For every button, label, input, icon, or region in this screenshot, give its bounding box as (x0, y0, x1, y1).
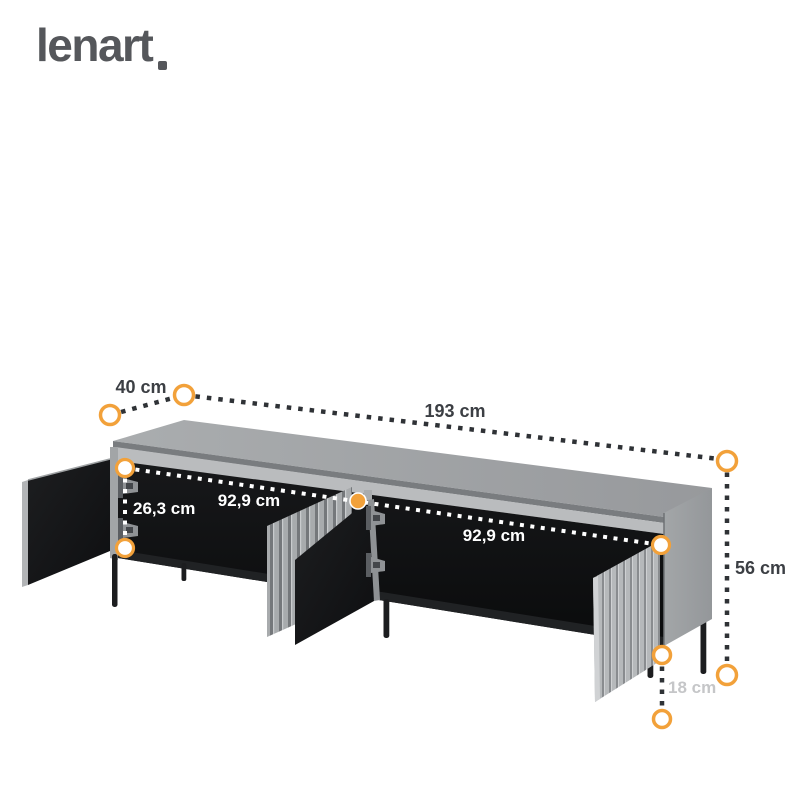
left-door-face (28, 459, 110, 585)
right-door-edge (593, 576, 600, 702)
dimension-label-left-section: 92,9 cm (218, 491, 280, 510)
right-ribbed-door (593, 540, 660, 702)
left-panel-front-edge (110, 447, 118, 560)
measure-point-icon (172, 383, 196, 407)
brand-logo: lenart . (36, 19, 168, 71)
dimension-label-leg-height: 18 cm (668, 678, 716, 697)
hinge-icon (366, 506, 385, 530)
hinges (118, 474, 385, 577)
measure-point-icon (651, 644, 673, 666)
measure-point-icon (651, 708, 673, 730)
right-door-face (593, 541, 660, 702)
leg-back-right (700, 617, 707, 674)
left-door-open (22, 458, 111, 587)
measure-point-icon (98, 403, 122, 427)
measure-point-icon (650, 534, 672, 556)
measure-point-icon (114, 537, 136, 559)
leg-middle (383, 599, 390, 638)
dimension-label-width: 193 cm (424, 401, 485, 421)
right-side-panel (664, 488, 712, 646)
dimension-label-height: 56 cm (735, 558, 786, 578)
tv-cabinet-illustration (22, 420, 712, 702)
dimension-line-depth (109, 392, 185, 418)
brand-wordmark: lenart (36, 19, 154, 71)
interior-bottom-shelf (118, 550, 664, 646)
dimension-label-right-section: 92,9 cm (463, 526, 525, 545)
middle-door-face (295, 500, 374, 645)
dimension-label-inner-height: 26,3 cm (133, 499, 195, 518)
leg-front-left (112, 554, 118, 607)
dimension-annotations: 40 cm 193 cm 56 cm 18 cm 26,3 cm 92,9 cm… (98, 377, 786, 730)
cabinet-top-board (113, 420, 712, 517)
front-rail (115, 447, 664, 534)
cabinet-top-edge (113, 441, 664, 523)
measure-point-icon (349, 492, 367, 510)
left-door-edge (22, 480, 28, 587)
hinge-icon (366, 553, 385, 577)
measure-point-icon (114, 457, 136, 479)
leg-back-left (181, 563, 187, 581)
brand-dot: . (158, 61, 168, 70)
measure-point-icon (715, 663, 739, 687)
dimension-label-depth: 40 cm (115, 377, 166, 397)
measure-point-icon (715, 449, 739, 473)
cabinet-interior (118, 461, 664, 646)
